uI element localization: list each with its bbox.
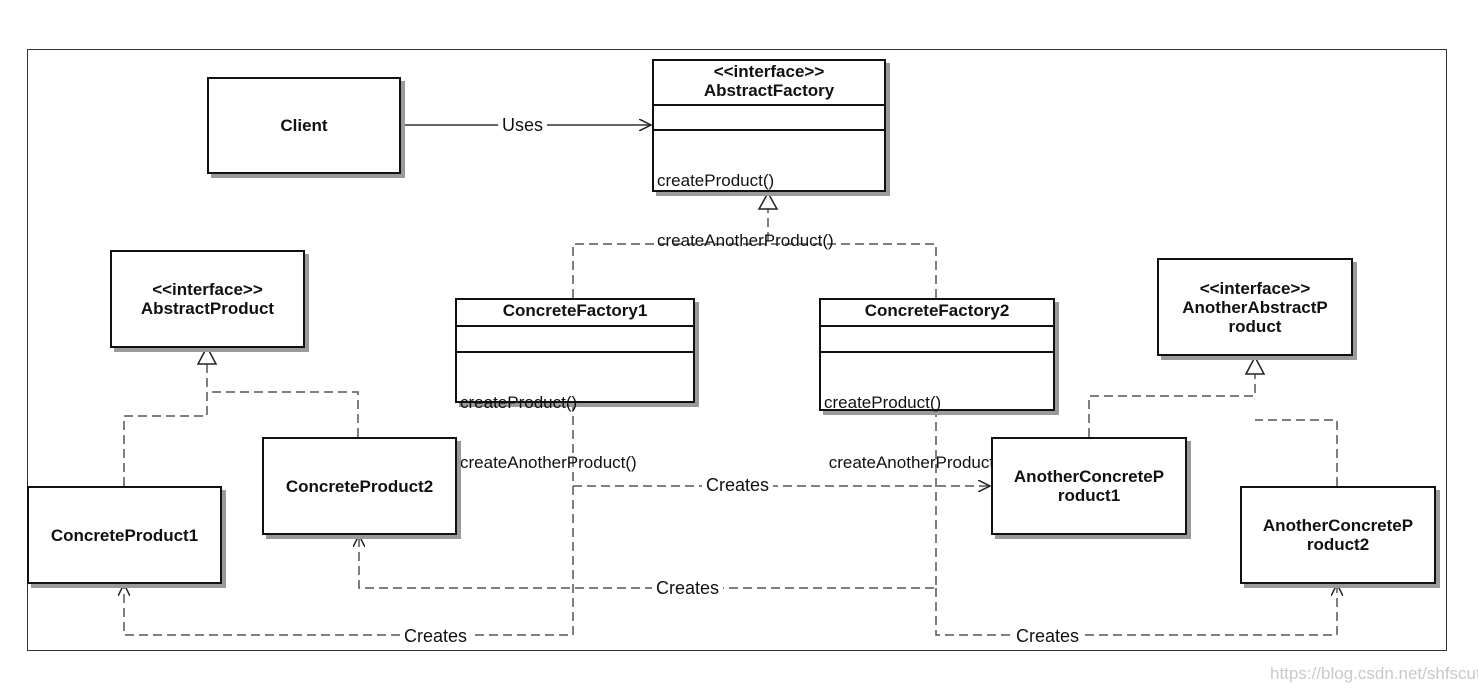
another-abstract-product-title: <<interface>> AnotherAbstractP roduct [1182,279,1327,336]
concrete-factory-2-header: ConcreteFactory2 [821,300,1053,327]
creates-label: Creates [652,578,724,598]
concrete-factory-2-box: ConcreteFactory2 createProduct() createA… [819,298,1055,472]
concrete-factory-1-operations: createProduct() createAnotherProduct() [457,353,693,513]
abstract-product-box: <<interface>> AbstractProduct [110,250,305,348]
creates-label: Creates [702,475,774,495]
product2-realization [207,391,359,437]
concrete-factory-2-op: createAnotherProduct() [824,453,1006,472]
concrete-factory-1-op: createAnotherProduct() [460,453,637,472]
product1-realization [123,364,208,486]
factory2-realization [768,243,937,298]
abstract-product-title: <<interface>> AbstractProduct [141,280,274,318]
abstract-factory-op: createAnotherProduct() [657,231,834,250]
another-abstract-product-box: <<interface>> AnotherAbstractP roduct [1157,258,1353,356]
concrete-factory-1-attributes [457,327,693,353]
concrete-product-2-box: ConcreteProduct2 [262,437,457,535]
creates-label: Creates [400,626,472,646]
another-product2-realization [1255,419,1338,486]
another-concrete-product-2-name-line: roduct2 [1306,535,1370,554]
another-concrete-product-2-name-line: AnotherConcreteP [1262,516,1414,535]
factory2-creates-product2 [359,408,937,589]
another-product1-realization [1088,374,1256,437]
concrete-product-2-name: ConcreteProduct2 [285,476,434,496]
abstract-factory-operations: createProduct() createAnotherProduct() [654,131,884,291]
another-concrete-product-2-title: AnotherConcreteP roduct2 [1263,516,1413,554]
concrete-factory-2-name: ConcreteFactory2 [864,301,1010,320]
abstract-factory-op: createProduct() [657,171,775,190]
uses-label: Uses [498,115,548,135]
concrete-factory-2-attributes [821,327,1053,353]
factory1-creates-product1 [124,486,574,636]
another-abstract-product-stereotype: <<interface>> [1199,278,1311,298]
concrete-factory-1-op: createProduct() [460,393,578,412]
client-name: Client [280,116,328,135]
concrete-factory-2-operations: createProduct() createAnotherProduct() [821,353,1053,513]
another-concrete-product-1-name-line: roduct1 [1057,486,1121,505]
factory1-realization [572,209,769,298]
abstract-factory-stereotype: <<interface>> [713,62,825,81]
abstract-product-triangle [196,345,218,365]
another-abstract-product-triangle [1244,355,1266,375]
concrete-product-1-name: ConcreteProduct1 [50,525,199,545]
watermark: https://blog.csdn.net/shfscut [1270,664,1478,683]
another-concrete-product-1-title: AnotherConcreteP roduct1 [1014,467,1164,505]
another-abstract-product-name-line: AnotherAbstractP [1182,297,1328,317]
abstract-product-name: AbstractProduct [140,299,275,318]
abstract-factory-attributes [654,106,884,131]
another-abstract-product-name-line: roduct [1228,316,1282,336]
concrete-factory-2-op: createProduct() [824,393,942,412]
concrete-product-1-box: ConcreteProduct1 [27,486,222,584]
abstract-product-stereotype: <<interface>> [152,280,263,299]
abstract-factory-name: AbstractFactory [703,81,835,100]
another-concrete-product-1-box: AnotherConcreteP roduct1 [991,437,1187,535]
concrete-factory-1-box: ConcreteFactory1 createProduct() createA… [455,298,695,472]
factory2-creates-another-product2 [935,584,1337,636]
creates-label: Creates [1012,626,1084,646]
client-box: Client [207,77,401,174]
abstract-factory-box: <<interface>> AbstractFactory createProd… [652,59,886,250]
abstract-factory-header: <<interface>> AbstractFactory [654,61,884,106]
abstract-factory-triangle [757,191,779,210]
another-concrete-product-1-name-line: AnotherConcreteP [1013,467,1165,486]
concrete-factory-1-name: ConcreteFactory1 [502,301,648,320]
another-concrete-product-2-box: AnotherConcreteP roduct2 [1240,486,1436,584]
concrete-factory-1-header: ConcreteFactory1 [457,300,693,327]
